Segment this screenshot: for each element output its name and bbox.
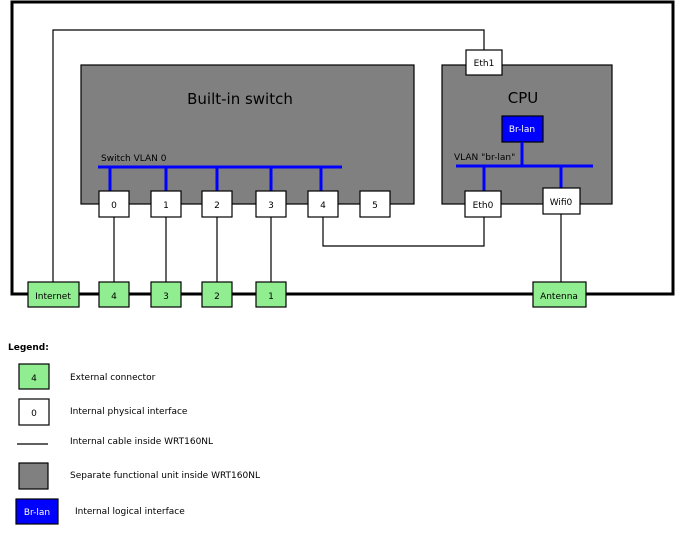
- eth0-interface: Eth0: [464, 190, 502, 218]
- cpu-vlan-label: VLAN "br-lan": [454, 153, 515, 163]
- eth1-interface: Eth1: [465, 49, 503, 76]
- internet-label: Internet: [35, 292, 71, 302]
- legend-symbol: Br-lan: [24, 508, 50, 518]
- wifi0-label: Wifi0: [550, 198, 573, 208]
- legend-item-physical-interface: 0 Internal physical interface: [18, 398, 188, 426]
- legend-label: External connector: [70, 373, 156, 383]
- cpu-title: CPU: [508, 89, 539, 107]
- legend-swatch-unit: [18, 462, 49, 490]
- lan-connector-label: 4: [111, 292, 117, 302]
- lan-connector-2: 2: [201, 281, 233, 308]
- br-lan-label: Br-lan: [509, 125, 535, 135]
- switch-port-2: 2: [201, 190, 233, 218]
- lan-connector-1: 1: [255, 281, 287, 308]
- switch-port-label: 4: [320, 201, 326, 211]
- legend-label: Internal logical interface: [75, 507, 185, 517]
- internet-connector: Internet: [27, 281, 80, 308]
- internal-cables: [52, 29, 562, 282]
- switch-port-4: 4: [307, 190, 339, 218]
- legend-label: Internal physical interface: [70, 407, 188, 417]
- builtin-switch-unit: Built-in switch Switch VLAN 0 0 1 2 3: [80, 64, 415, 218]
- lan-connector-label: 3: [163, 292, 169, 302]
- switch-port-0: 0: [98, 190, 130, 218]
- legend-item-external-connector: 4 External connector: [18, 363, 156, 390]
- switch-port-label: 2: [214, 201, 220, 211]
- switch-title: Built-in switch: [187, 90, 293, 108]
- switch-port-3: 3: [255, 190, 287, 218]
- cable-port4-eth0: [322, 217, 485, 247]
- lan-connector-4: 4: [98, 281, 130, 308]
- cpu-unit: CPU Br-lan VLAN "br-lan" Eth0 Wifi0 Eth1: [441, 49, 613, 218]
- lan-connector-3: 3: [150, 281, 182, 308]
- legend-swatch-external: [18, 363, 50, 390]
- eth0-label: Eth0: [473, 201, 494, 211]
- legend-symbol: 0: [31, 409, 37, 419]
- external-connectors: Internet 4 3 2 1 Antenna: [27, 281, 587, 308]
- switch-vlan-taps: [108, 167, 323, 191]
- legend-label: Internal cable inside WRT160NL: [70, 437, 213, 447]
- switch-vlan-label: Switch VLAN 0: [101, 154, 167, 164]
- switch-port-label: 3: [268, 201, 274, 211]
- switch-port-label: 0: [111, 201, 117, 211]
- legend-item-internal-cable: Internal cable inside WRT160NL: [17, 437, 213, 447]
- antenna-label: Antenna: [540, 292, 578, 302]
- legend-item-logical-interface: Br-lan Internal logical interface: [15, 498, 185, 525]
- br-lan-interface: [501, 115, 544, 143]
- eth1-label: Eth1: [474, 59, 495, 69]
- switch-port-1: 1: [150, 190, 182, 218]
- switch-port-label: 5: [372, 201, 378, 211]
- lan-connector-label: 2: [214, 292, 220, 302]
- wifi0-interface: Wifi0: [542, 187, 581, 215]
- legend-label: Separate functional unit inside WRT160NL: [70, 471, 260, 481]
- legend: Legend: 4 External connector 0 Internal …: [8, 343, 260, 525]
- switch-port-label: 1: [163, 201, 169, 211]
- legend-item-functional-unit: Separate functional unit inside WRT160NL: [18, 462, 260, 490]
- legend-swatch-logical: [15, 498, 59, 525]
- legend-swatch-physical: [18, 398, 50, 426]
- switch-port-5: 5: [359, 190, 391, 218]
- antenna-connector: Antenna: [532, 281, 587, 308]
- cable-internet-eth1: [52, 29, 485, 282]
- switch-body: [80, 64, 415, 205]
- legend-title: Legend:: [8, 343, 49, 353]
- cpu-vlan-taps: [482, 142, 563, 191]
- legend-symbol: 4: [31, 374, 37, 384]
- lan-connector-label: 1: [268, 292, 274, 302]
